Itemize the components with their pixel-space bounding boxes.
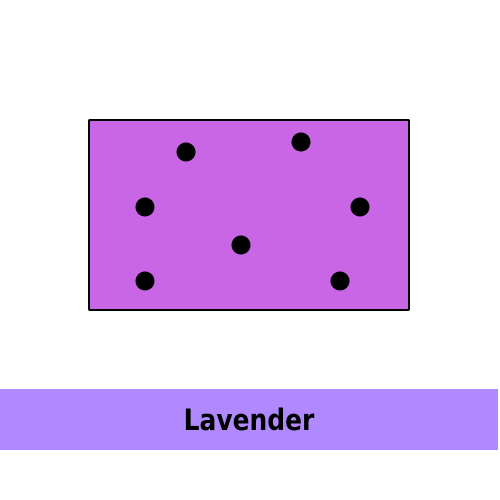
dot: [350, 197, 370, 217]
dot: [330, 271, 350, 291]
dot: [176, 142, 196, 162]
dot: [135, 271, 155, 291]
color-name-banner: Lavender: [0, 389, 498, 450]
dot-card[interactable]: [88, 119, 410, 311]
dot: [231, 235, 251, 255]
color-name-label: Lavender: [183, 402, 315, 437]
dot: [135, 197, 155, 217]
dot: [291, 132, 311, 152]
